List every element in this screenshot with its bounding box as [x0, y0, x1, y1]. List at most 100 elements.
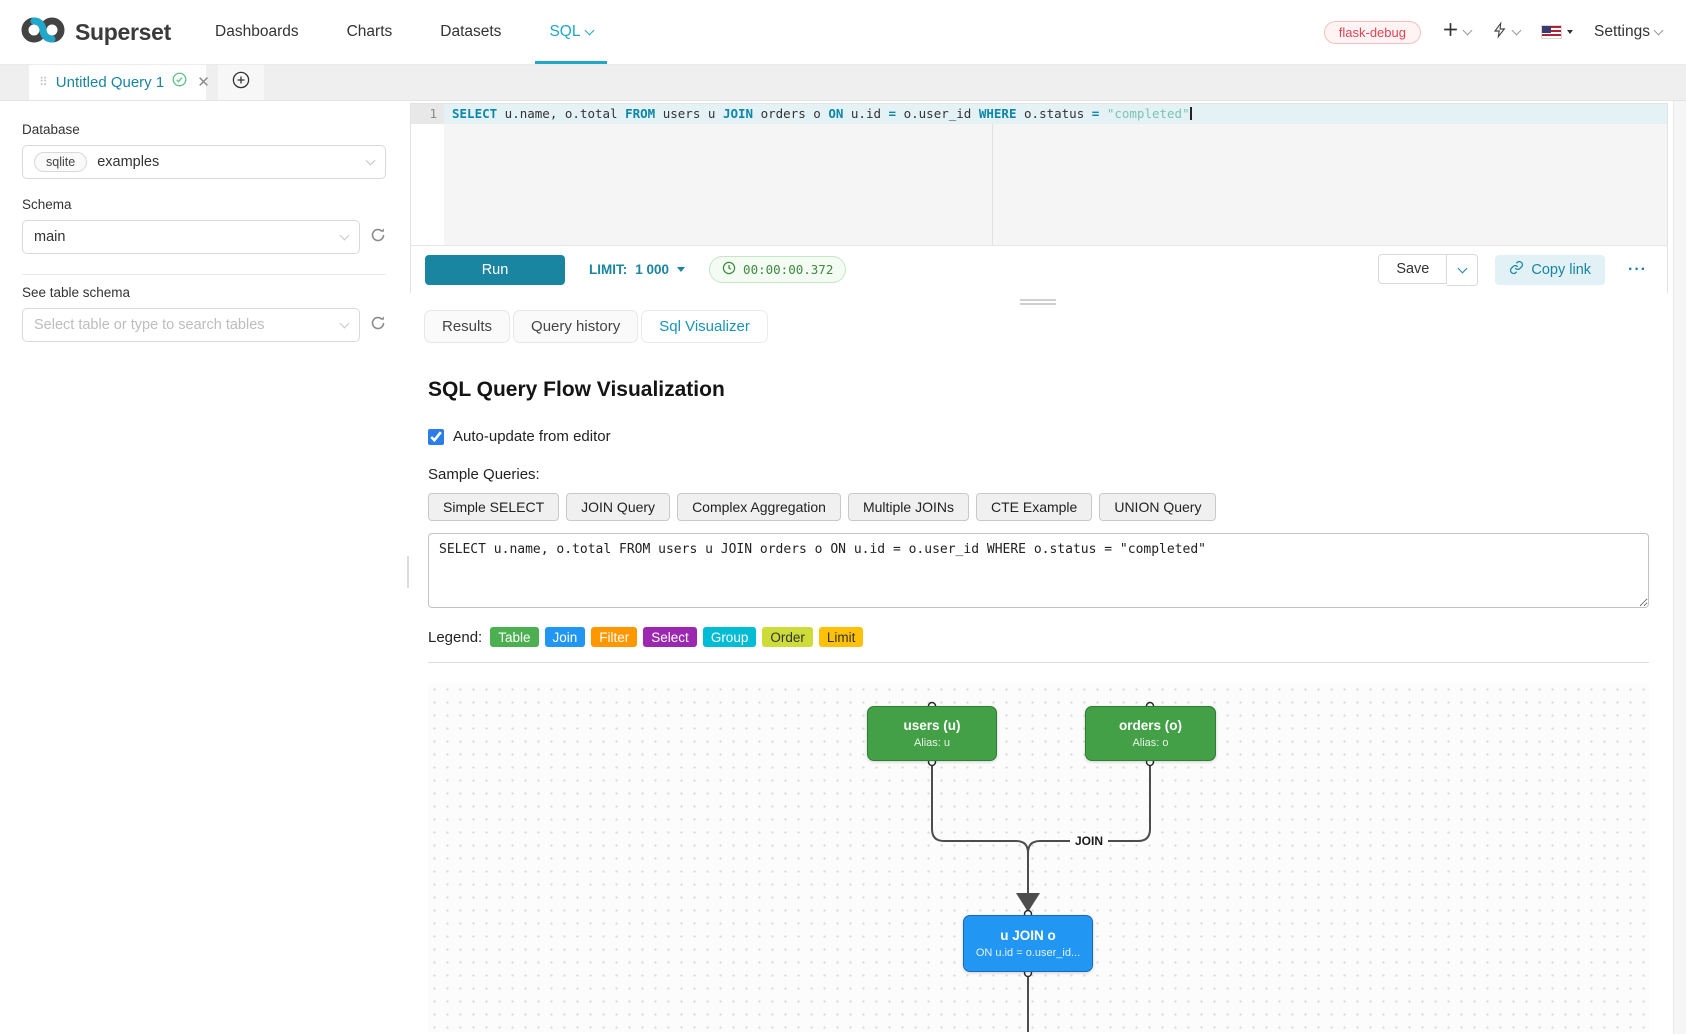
flow-node[interactable]: users (u)Alias: u — [867, 706, 997, 761]
query-tab-strip: ⠿ Untitled Query 1 ✕ — [0, 64, 1686, 101]
new-item-menu[interactable] — [1442, 21, 1473, 43]
auto-update-row: Auto-update from editor — [428, 428, 1649, 445]
flow-canvas[interactable]: users (u)Alias: u orders (o)Alias: o u JOI… — [428, 683, 1649, 1032]
refresh-icon[interactable] — [370, 227, 386, 248]
sample-query-button[interactable]: JOIN Query — [566, 493, 671, 521]
flow-node-title: u JOIN o — [1000, 928, 1056, 943]
chevron-down-icon — [365, 155, 376, 166]
result-tab[interactable]: Results — [424, 310, 511, 343]
section-divider — [428, 662, 1649, 663]
flow-edges — [927, 701, 1155, 1032]
flow-node-subtitle: Alias: o — [1132, 737, 1169, 749]
superset-logo[interactable]: Superset — [20, 14, 171, 51]
nav-item[interactable]: Charts — [346, 23, 393, 40]
caret-down-icon — [677, 267, 686, 272]
chevron-down-icon — [339, 318, 350, 329]
flow-node-subtitle: ON u.id = o.user_id... — [975, 947, 1081, 959]
save-dropdown-button[interactable] — [1447, 253, 1479, 286]
us-flag-icon — [1540, 25, 1562, 39]
print-margin-line — [992, 104, 993, 245]
sidebar-resize-handle[interactable] — [407, 556, 409, 588]
flow-node-title: users (u) — [903, 718, 961, 733]
chevron-down-icon — [1462, 25, 1473, 36]
join-edge-label: JOIN — [1069, 833, 1109, 849]
chevron-down-icon — [1511, 25, 1522, 36]
logo-text: Superset — [75, 18, 172, 45]
save-split-button: Save — [1378, 253, 1479, 286]
sql-editor-line[interactable]: SELECT u.name, o.total FROM users u JOIN… — [444, 104, 1667, 124]
copy-link-button[interactable]: Copy link — [1495, 254, 1606, 285]
nav-item[interactable]: Dashboards — [215, 23, 299, 40]
query-saved-check-icon — [172, 72, 187, 92]
limit-dropdown[interactable]: LIMIT: 1 000 — [589, 262, 686, 277]
legend-chip: Join — [544, 627, 586, 647]
main-nav: Dashboards Charts Datasets SQL — [211, 0, 608, 64]
text-cursor — [1189, 107, 1192, 120]
sql-editor-pane: SELECT u.name, o.total FROM users u JOIN… — [410, 103, 1668, 293]
auto-update-checkbox[interactable] — [428, 428, 444, 445]
database-engine-tag: sqlite — [34, 152, 88, 172]
chevron-down-icon — [1653, 25, 1664, 36]
sqllab-sidebar: Database sqlite examples Schema main See… — [0, 100, 406, 1034]
link-icon — [1509, 260, 1524, 279]
add-tab-button[interactable] — [218, 64, 264, 100]
schema-label: Schema — [22, 197, 72, 212]
refresh-icon[interactable] — [370, 315, 386, 336]
pane-resize-handle[interactable] — [1020, 297, 1056, 307]
close-icon[interactable]: ✕ — [197, 74, 210, 91]
page-title: SQL Query Flow Visualization — [428, 378, 725, 401]
editor-code-area[interactable]: SELECT u.name, o.total FROM users u JOIN… — [444, 104, 1667, 245]
query-timer-badge: 00:00:00.372 — [709, 256, 847, 283]
language-picker[interactable] — [1540, 25, 1573, 39]
settings-menu[interactable]: Settings — [1594, 23, 1664, 41]
sample-query-button[interactable]: CTE Example — [975, 493, 1093, 521]
legend-chip: Limit — [818, 627, 864, 647]
drag-handle-icon[interactable]: ⠿ — [39, 75, 48, 89]
environment-badge: flask-debug — [1323, 20, 1421, 44]
nav-item[interactable]: Datasets — [440, 23, 502, 40]
table-select[interactable]: Select table or type to search tables — [22, 308, 360, 342]
result-tab[interactable]: Sql Visualizer — [641, 310, 768, 343]
legend-chip: Filter — [591, 627, 638, 647]
top-navbar: Superset Dashboards Charts Datasets SQL fla… — [0, 0, 1686, 65]
limit-label: LIMIT: — [589, 262, 628, 277]
chevron-down-icon — [1457, 263, 1468, 273]
page-scrollbar[interactable] — [1673, 64, 1686, 1034]
query-tab[interactable]: ⠿ Untitled Query 1 ✕ — [29, 64, 210, 100]
flow-node[interactable]: orders (o)Alias: o — [1085, 706, 1216, 761]
sample-query-button[interactable]: Simple SELECT — [428, 493, 560, 521]
schema-select[interactable]: main — [22, 220, 360, 254]
run-button[interactable]: Run — [425, 254, 565, 285]
flow-node[interactable]: u JOIN o ON u.id = o.user_id... — [963, 915, 1093, 972]
sample-query-button[interactable]: Complex Aggregation — [677, 493, 841, 521]
caret-down-icon — [1566, 30, 1573, 34]
sample-query-button[interactable]: UNION Query — [1099, 493, 1217, 521]
legend-chip: Select — [643, 627, 697, 647]
superset-logo-icon — [20, 14, 66, 51]
copy-link-label: Copy link — [1531, 261, 1592, 278]
save-button[interactable]: Save — [1378, 253, 1448, 284]
line-number: 1 — [411, 104, 444, 124]
sample-query-button[interactable]: Multiple JOINs — [847, 493, 969, 521]
navbar-right: flask-debug Settings — [1323, 20, 1664, 44]
nav-item[interactable]: SQL — [535, 0, 608, 64]
sample-queries-label: Sample Queries: — [428, 466, 540, 483]
legend-chip: Order — [762, 627, 813, 647]
visualizer-sql-input[interactable]: SELECT u.name, o.total FROM users u JOIN… — [428, 533, 1649, 608]
query-search-menu[interactable] — [1492, 20, 1522, 44]
more-options-button[interactable]: ··· — [1622, 260, 1653, 280]
result-tab[interactable]: Query history — [513, 310, 639, 343]
query-tab-title: Untitled Query 1 — [55, 73, 165, 91]
database-select[interactable]: sqlite examples — [22, 145, 386, 179]
sql-visualizer-panel: SQL Query Flow Visualization Auto-update… — [428, 343, 1649, 1032]
auto-update-label: Auto-update from editor — [453, 428, 611, 445]
sql-code-editor[interactable]: SELECT u.name, o.total FROM users u JOIN… — [411, 104, 1667, 246]
timer-value: 00:00:00.372 — [743, 262, 834, 277]
sidebar-divider — [22, 274, 386, 275]
schema-select-value: main — [34, 229, 66, 245]
plus-circle-icon — [232, 71, 250, 94]
editor-gutter: 1 — [411, 104, 444, 245]
